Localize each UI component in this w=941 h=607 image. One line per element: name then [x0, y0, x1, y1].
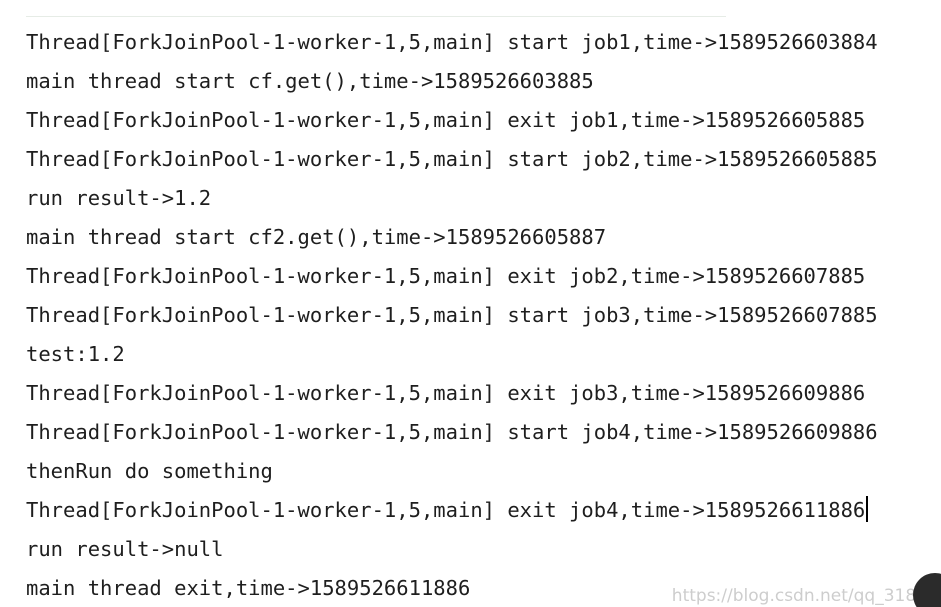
console-line-text: thenRun do something	[26, 459, 273, 483]
console-line-text: Thread[ForkJoinPool-1-worker-1,5,main] e…	[26, 108, 866, 132]
console-line-text: Thread[ForkJoinPool-1-worker-1,5,main] e…	[26, 381, 866, 405]
console-line: Thread[ForkJoinPool-1-worker-1,5,main] s…	[26, 413, 878, 452]
console-line: Thread[ForkJoinPool-1-worker-1,5,main] e…	[26, 374, 878, 413]
console-line: Thread[ForkJoinPool-1-worker-1,5,main] s…	[26, 140, 878, 179]
console-line: Thread[ForkJoinPool-1-worker-1,5,main] s…	[26, 23, 878, 62]
console-line: test:1.2	[26, 335, 878, 374]
console-line-text: Thread[ForkJoinPool-1-worker-1,5,main] s…	[26, 30, 878, 54]
console-line-text: Thread[ForkJoinPool-1-worker-1,5,main] e…	[26, 264, 866, 288]
console-line-text: Thread[ForkJoinPool-1-worker-1,5,main] s…	[26, 303, 878, 327]
console-line-text: run result->1.2	[26, 186, 212, 210]
console-line-text: Thread[ForkJoinPool-1-worker-1,5,main] s…	[26, 420, 878, 444]
console-line-text: test:1.2	[26, 342, 125, 366]
console-line: main thread start cf2.get(),time->158952…	[26, 218, 878, 257]
console-line: run result->null	[26, 530, 878, 569]
console-line: run result->1.2	[26, 179, 878, 218]
watermark: https://blog.csdn.net/qq_3186	[671, 586, 927, 606]
console-line: main thread start cf.get(),time->1589526…	[26, 62, 878, 101]
console-line: Thread[ForkJoinPool-1-worker-1,5,main] e…	[26, 491, 878, 530]
console-line: Thread[ForkJoinPool-1-worker-1,5,main] s…	[26, 296, 878, 335]
console-lines: Thread[ForkJoinPool-1-worker-1,5,main] s…	[26, 23, 878, 607]
console-line-text: Thread[ForkJoinPool-1-worker-1,5,main] s…	[26, 147, 878, 171]
console-line: main thread exit,time->1589526611886	[26, 569, 878, 607]
text-cursor	[866, 496, 869, 522]
console-line-text: Thread[ForkJoinPool-1-worker-1,5,main] e…	[26, 498, 866, 522]
floating-action-button[interactable]	[913, 573, 941, 607]
console-line-text: main thread start cf2.get(),time->158952…	[26, 225, 607, 249]
divider	[26, 16, 726, 17]
console-line-text: main thread start cf.get(),time->1589526…	[26, 69, 594, 93]
console-line: thenRun do something	[26, 452, 878, 491]
console-line: Thread[ForkJoinPool-1-worker-1,5,main] e…	[26, 101, 878, 140]
console-line-text: run result->null	[26, 537, 224, 561]
console-line: Thread[ForkJoinPool-1-worker-1,5,main] e…	[26, 257, 878, 296]
console-line-text: main thread exit,time->1589526611886	[26, 576, 471, 600]
